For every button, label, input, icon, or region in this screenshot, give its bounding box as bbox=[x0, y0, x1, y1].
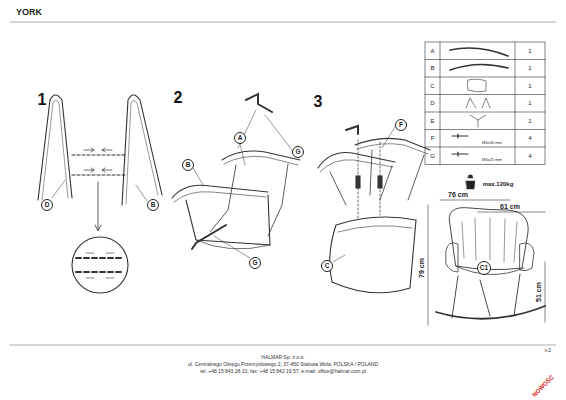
footer-line: HALMAR Sp. z o.o. bbox=[261, 355, 304, 360]
table-cell: 1 bbox=[528, 65, 531, 71]
callout-letter: B bbox=[186, 162, 191, 169]
callout-letter: C bbox=[325, 263, 330, 270]
version: v.2 bbox=[545, 348, 551, 353]
table-cell: E bbox=[430, 118, 434, 124]
table-cell: 1 bbox=[528, 83, 531, 89]
table-cell: B bbox=[430, 65, 434, 71]
max-load: max.120kg bbox=[483, 181, 514, 187]
callout-letter: B bbox=[151, 202, 156, 209]
table-cell: C bbox=[430, 83, 434, 89]
table-cell: F bbox=[431, 135, 435, 141]
table-cell: 1 bbox=[528, 100, 531, 106]
callout-circle: C bbox=[321, 260, 333, 272]
table-cell: 4 bbox=[528, 153, 531, 159]
callout-circle: B bbox=[147, 199, 159, 211]
table-cell: D bbox=[430, 100, 434, 106]
callout-letter: G bbox=[295, 149, 300, 156]
step-number: 2 bbox=[174, 90, 183, 106]
callout-letter: G bbox=[252, 260, 257, 267]
new-stamp: NOWOŚĆ bbox=[531, 374, 555, 398]
callout-circle: B bbox=[182, 159, 194, 171]
footer-line: ul. Centralnego Okręgu Przemysłowego 2, … bbox=[188, 362, 378, 367]
step-number: 3 bbox=[314, 94, 323, 110]
callout-circle: F bbox=[395, 119, 407, 131]
footer-line: tel. +48 15 843 28 10, fax: +48 15 842 1… bbox=[200, 369, 366, 374]
table-cell: A bbox=[430, 48, 434, 54]
callout-letter: F bbox=[399, 122, 403, 129]
dimension: 61 cm bbox=[500, 203, 520, 210]
bolt-size: M6x30 mm bbox=[482, 141, 502, 145]
product-title: YORK bbox=[16, 8, 42, 17]
callout-circle: C1 bbox=[477, 261, 491, 275]
callout-letter: D bbox=[45, 202, 50, 209]
table-cell: G bbox=[430, 153, 435, 159]
dimension: 79 cm bbox=[418, 258, 425, 278]
table-cell: 4 bbox=[528, 135, 531, 141]
table-cell: 1 bbox=[528, 48, 531, 54]
dimension: 76 cm bbox=[448, 191, 468, 198]
callout-circle: G bbox=[249, 257, 261, 269]
bolt-size: M6x25 mm bbox=[482, 158, 502, 162]
table-cell: 1 bbox=[528, 118, 531, 124]
step-number: 1 bbox=[38, 92, 47, 108]
dimension: 51 cm bbox=[535, 282, 542, 302]
callout-circle: D bbox=[41, 199, 53, 211]
callout-circle: A bbox=[234, 132, 246, 144]
callout-circle: G bbox=[292, 146, 304, 158]
callout-letter: A bbox=[238, 135, 243, 142]
callout-letter: C1 bbox=[480, 265, 488, 272]
